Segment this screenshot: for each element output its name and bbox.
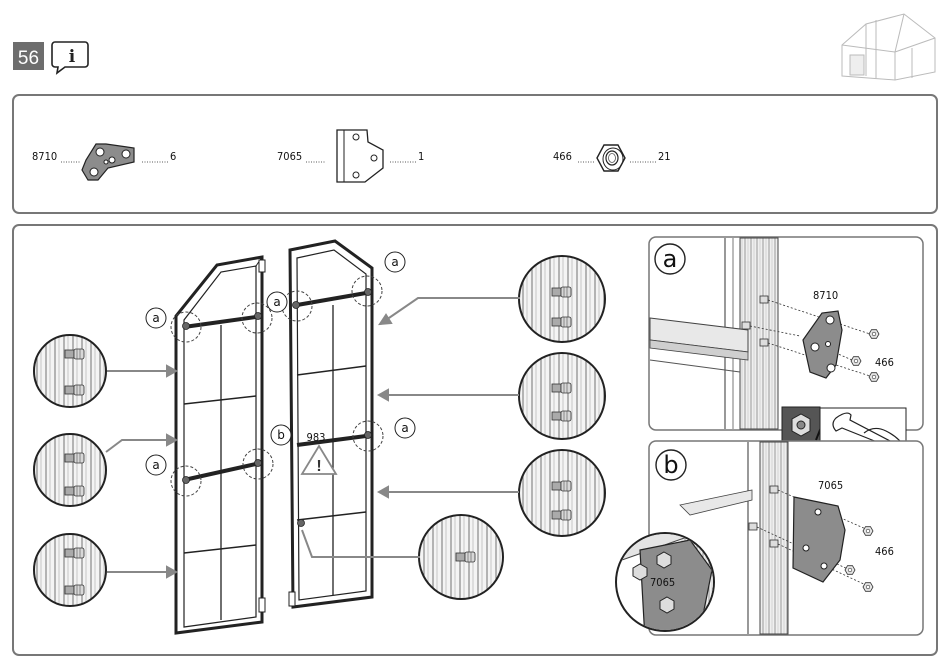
warning-code: 983 xyxy=(307,431,326,444)
detail-a-title: a xyxy=(663,245,678,273)
zoom-detail-right-2 xyxy=(519,353,605,439)
svg-text:i: i xyxy=(69,47,76,67)
detail-b-part-label: 7065 xyxy=(818,479,843,492)
zoom-detail-left-3 xyxy=(34,534,106,606)
zoom-detail-bottom xyxy=(419,515,503,599)
part-qty-466: 21 xyxy=(658,150,671,163)
detail-panel-a: a 8710 466 xyxy=(649,237,923,450)
greenhouse-icon xyxy=(842,14,935,80)
part-code-466: 466 xyxy=(553,150,572,163)
callout-a: a xyxy=(152,311,159,325)
detail-panel-b: b 7065 466 xyxy=(615,441,923,640)
zoom-detail-right-1 xyxy=(519,256,605,342)
info-icon[interactable]: i xyxy=(52,42,88,73)
callout-a: a xyxy=(391,255,398,269)
zoom-detail-left-1 xyxy=(34,335,106,407)
detail-a-nut-label: 466 xyxy=(875,356,894,369)
zoom-detail-left-2 xyxy=(34,434,106,506)
detail-b-zoom-label: 7065 xyxy=(650,576,675,589)
part-code-7065: 7065 xyxy=(277,150,302,163)
callout-a: a xyxy=(152,458,159,472)
parts-panel: 8710 6 7065 1 466 xyxy=(13,95,937,213)
part-code-8710: 8710 xyxy=(32,150,57,163)
zoom-detail-right-3 xyxy=(519,450,605,536)
step-header: 56 i xyxy=(13,14,935,80)
detail-b-title: b xyxy=(663,451,678,479)
callout-a: a xyxy=(273,295,280,309)
step-number: 56 xyxy=(18,48,39,69)
svg-text:!: ! xyxy=(316,458,321,475)
hex-nut-icon xyxy=(597,145,625,171)
part-qty-7065: 1 xyxy=(418,150,424,163)
callout-a: a xyxy=(401,421,408,435)
callout-b: b xyxy=(277,428,285,442)
detail-b-nut-label: 466 xyxy=(875,545,894,558)
part-qty-8710: 6 xyxy=(170,150,176,163)
detail-a-part-label: 8710 xyxy=(813,289,838,302)
